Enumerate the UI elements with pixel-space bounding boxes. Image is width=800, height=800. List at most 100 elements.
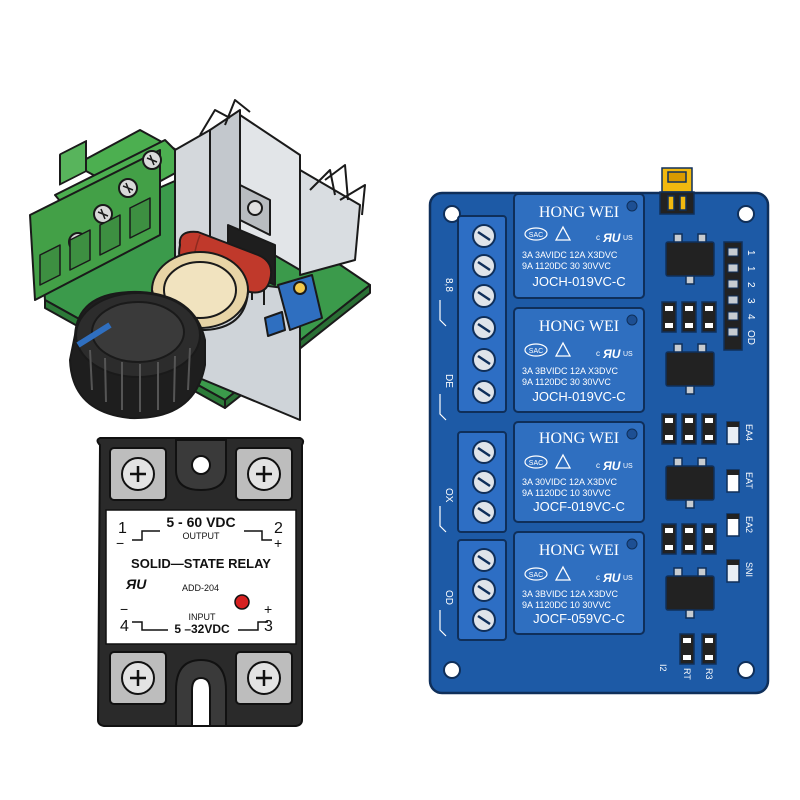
status-leds xyxy=(726,421,740,583)
led-label-1: EA4 xyxy=(744,424,754,441)
warning-triangle-icon xyxy=(554,453,572,469)
relay-1-spec1: 3A 3AVIDC 12A X3DVC xyxy=(522,250,618,260)
relay-1-model: JOCH-019VC-C xyxy=(532,274,625,289)
relay-4-ul-icon: ЯU xyxy=(602,571,621,585)
jumper xyxy=(659,167,695,215)
knob-indicator-icon xyxy=(76,322,112,348)
smd-resistors xyxy=(661,301,717,665)
mounting-hole-icon xyxy=(737,661,755,679)
relay-led-icon xyxy=(626,314,638,326)
relay-2-brand: HONG WEI xyxy=(539,318,619,335)
relay-4-spec1: 3A 3BVIDC 12A X3DVC xyxy=(522,589,619,599)
ssr-pin3: 3 xyxy=(264,618,273,635)
header-pins: 1 1 2 3 4 OD xyxy=(723,241,756,351)
led-label-2: EAT xyxy=(744,472,754,489)
relay-2-spec2: 9A 1120DC 30 30VVC xyxy=(522,377,611,387)
sac-logo-icon xyxy=(524,455,548,469)
ssr-pin4: 4 xyxy=(120,618,129,635)
relay-1-sac: SAC xyxy=(529,232,543,239)
ssr-pin1: 1 xyxy=(118,520,127,537)
sac-logo-icon xyxy=(524,567,548,581)
relay-led-icon xyxy=(626,200,638,212)
relay-1-cus-c: c xyxy=(596,233,600,242)
relay-1-ul-icon: ЯU xyxy=(602,231,621,245)
side-label-1: 8,8 xyxy=(443,278,454,292)
header-pin-label-6: OD xyxy=(745,330,756,345)
ssr-title: SOLID—STATE RELAY xyxy=(131,556,271,571)
relay-4: HONG WEI SAC c ЯU US 3A 3BVIDC 12A X3DVC… xyxy=(513,531,645,635)
relay-4-brand: HONG WEI xyxy=(539,542,619,559)
relay-3-model: JOCF-019VC-C xyxy=(533,499,625,514)
relay-modules: HONG WEI SAC c ЯU US 3A 3AVIDC 12A X3DVC… xyxy=(513,193,645,635)
sac-logo-icon xyxy=(524,343,548,357)
mounting-hole-icon xyxy=(191,455,211,475)
ssr-output-label: OUTPUT xyxy=(183,531,221,541)
trimmer-screw-icon xyxy=(293,281,307,295)
relay-1-spec2: 9A 1120DC 30 30VVC xyxy=(522,261,611,271)
relay-1-brand: HONG WEI xyxy=(539,204,619,221)
relay-4-cus-c: c xyxy=(596,573,600,582)
side-label-3: OX xyxy=(443,488,454,503)
bottom-label-rt: RT xyxy=(682,668,692,680)
led-label-4: SNI xyxy=(744,562,754,577)
relay-3-spec2: 9A 1120DC 10 30VVC xyxy=(522,488,611,498)
mounting-hole-icon xyxy=(443,205,461,223)
bottom-label-i2: I2 xyxy=(658,664,668,672)
ssr-pin4-sign: − xyxy=(120,601,128,617)
relay-led-icon xyxy=(626,538,638,550)
relay-2: HONG WEI SAC c ЯU US 3A 3BVIDC 12A X3DVC… xyxy=(513,307,645,413)
ssr-output-range: 5 - 60 VDC xyxy=(166,514,235,530)
dimmer-trimmer xyxy=(264,274,323,337)
screw-icon xyxy=(247,200,263,216)
relay-3-sac: SAC xyxy=(529,460,543,467)
ssr-bottom-terminals xyxy=(109,651,293,727)
relay-1-us: US xyxy=(623,235,633,242)
relay-led-icon xyxy=(626,428,638,440)
ssr-pin2: 2 xyxy=(274,520,283,537)
mounting-hole-icon xyxy=(737,205,755,223)
ssr-cert-icon: ЯU xyxy=(125,576,147,592)
warning-triangle-icon xyxy=(554,565,572,581)
led-label-3: EA2 xyxy=(744,516,754,533)
ssr-pin2-sign: + xyxy=(274,535,282,551)
ssr-indicator-led xyxy=(234,594,250,610)
mounting-hole-icon xyxy=(443,661,461,679)
relay-3-brand: HONG WEI xyxy=(539,430,619,447)
relay-2-spec1: 3A 3BVIDC 12A X3DVC xyxy=(522,366,619,376)
header-pin-label-2: 1 xyxy=(745,266,756,272)
header-pin-label-3: 2 xyxy=(745,282,756,288)
relay-2-us: US xyxy=(623,351,633,358)
dimmer-knob xyxy=(69,290,206,420)
dimmer-terminal-block xyxy=(29,129,196,301)
bottom-label-r3: R3 xyxy=(704,668,714,680)
relay-3-cus-c: c xyxy=(596,461,600,470)
header-pin-label-1: 1 xyxy=(745,250,756,256)
header-pin-label-4: 3 xyxy=(745,298,756,304)
sac-logo-icon xyxy=(524,227,548,241)
ssr-input-range: 5 –32VDC xyxy=(174,622,230,636)
ssr-model: ADD-204 xyxy=(182,583,219,593)
ssr-pin1-sign: − xyxy=(116,535,124,551)
relay-4-model: JOCF-059VC-C xyxy=(533,611,625,626)
ssr-pin3-sign: + xyxy=(264,601,272,617)
relay-3-ul-icon: ЯU xyxy=(602,459,621,473)
driver-transistors xyxy=(665,233,715,619)
relay-4-spec2: 9A 1120DC 10 30VVC xyxy=(522,600,611,610)
dimmer-module xyxy=(29,99,371,421)
relay-4-us: US xyxy=(623,575,633,582)
ssr-top-terminals xyxy=(109,439,293,501)
relay-1: HONG WEI SAC c ЯU US 3A 3AVIDC 12A X3DVC… xyxy=(513,193,645,299)
solid-state-relay: 1 − 5 - 60 VDC OUTPUT 2 + SOLID—STATE RE… xyxy=(96,437,305,727)
relay-2-ul-icon: ЯU xyxy=(602,347,621,361)
relay-2-sac: SAC xyxy=(529,348,543,355)
relay-3-us: US xyxy=(623,463,633,470)
relay-terminal-blocks xyxy=(457,215,507,641)
side-label-4: OD xyxy=(443,590,454,605)
relay-4-sac: SAC xyxy=(529,572,543,579)
side-label-2: DE xyxy=(443,374,454,388)
relay-2-cus-c: c xyxy=(596,349,600,358)
warning-triangle-icon xyxy=(554,225,572,241)
header-pin-label-5: 4 xyxy=(745,314,756,320)
relay-3: HONG WEI SAC c ЯU US 3A 30VIDC 12A X3DVC… xyxy=(513,421,645,523)
